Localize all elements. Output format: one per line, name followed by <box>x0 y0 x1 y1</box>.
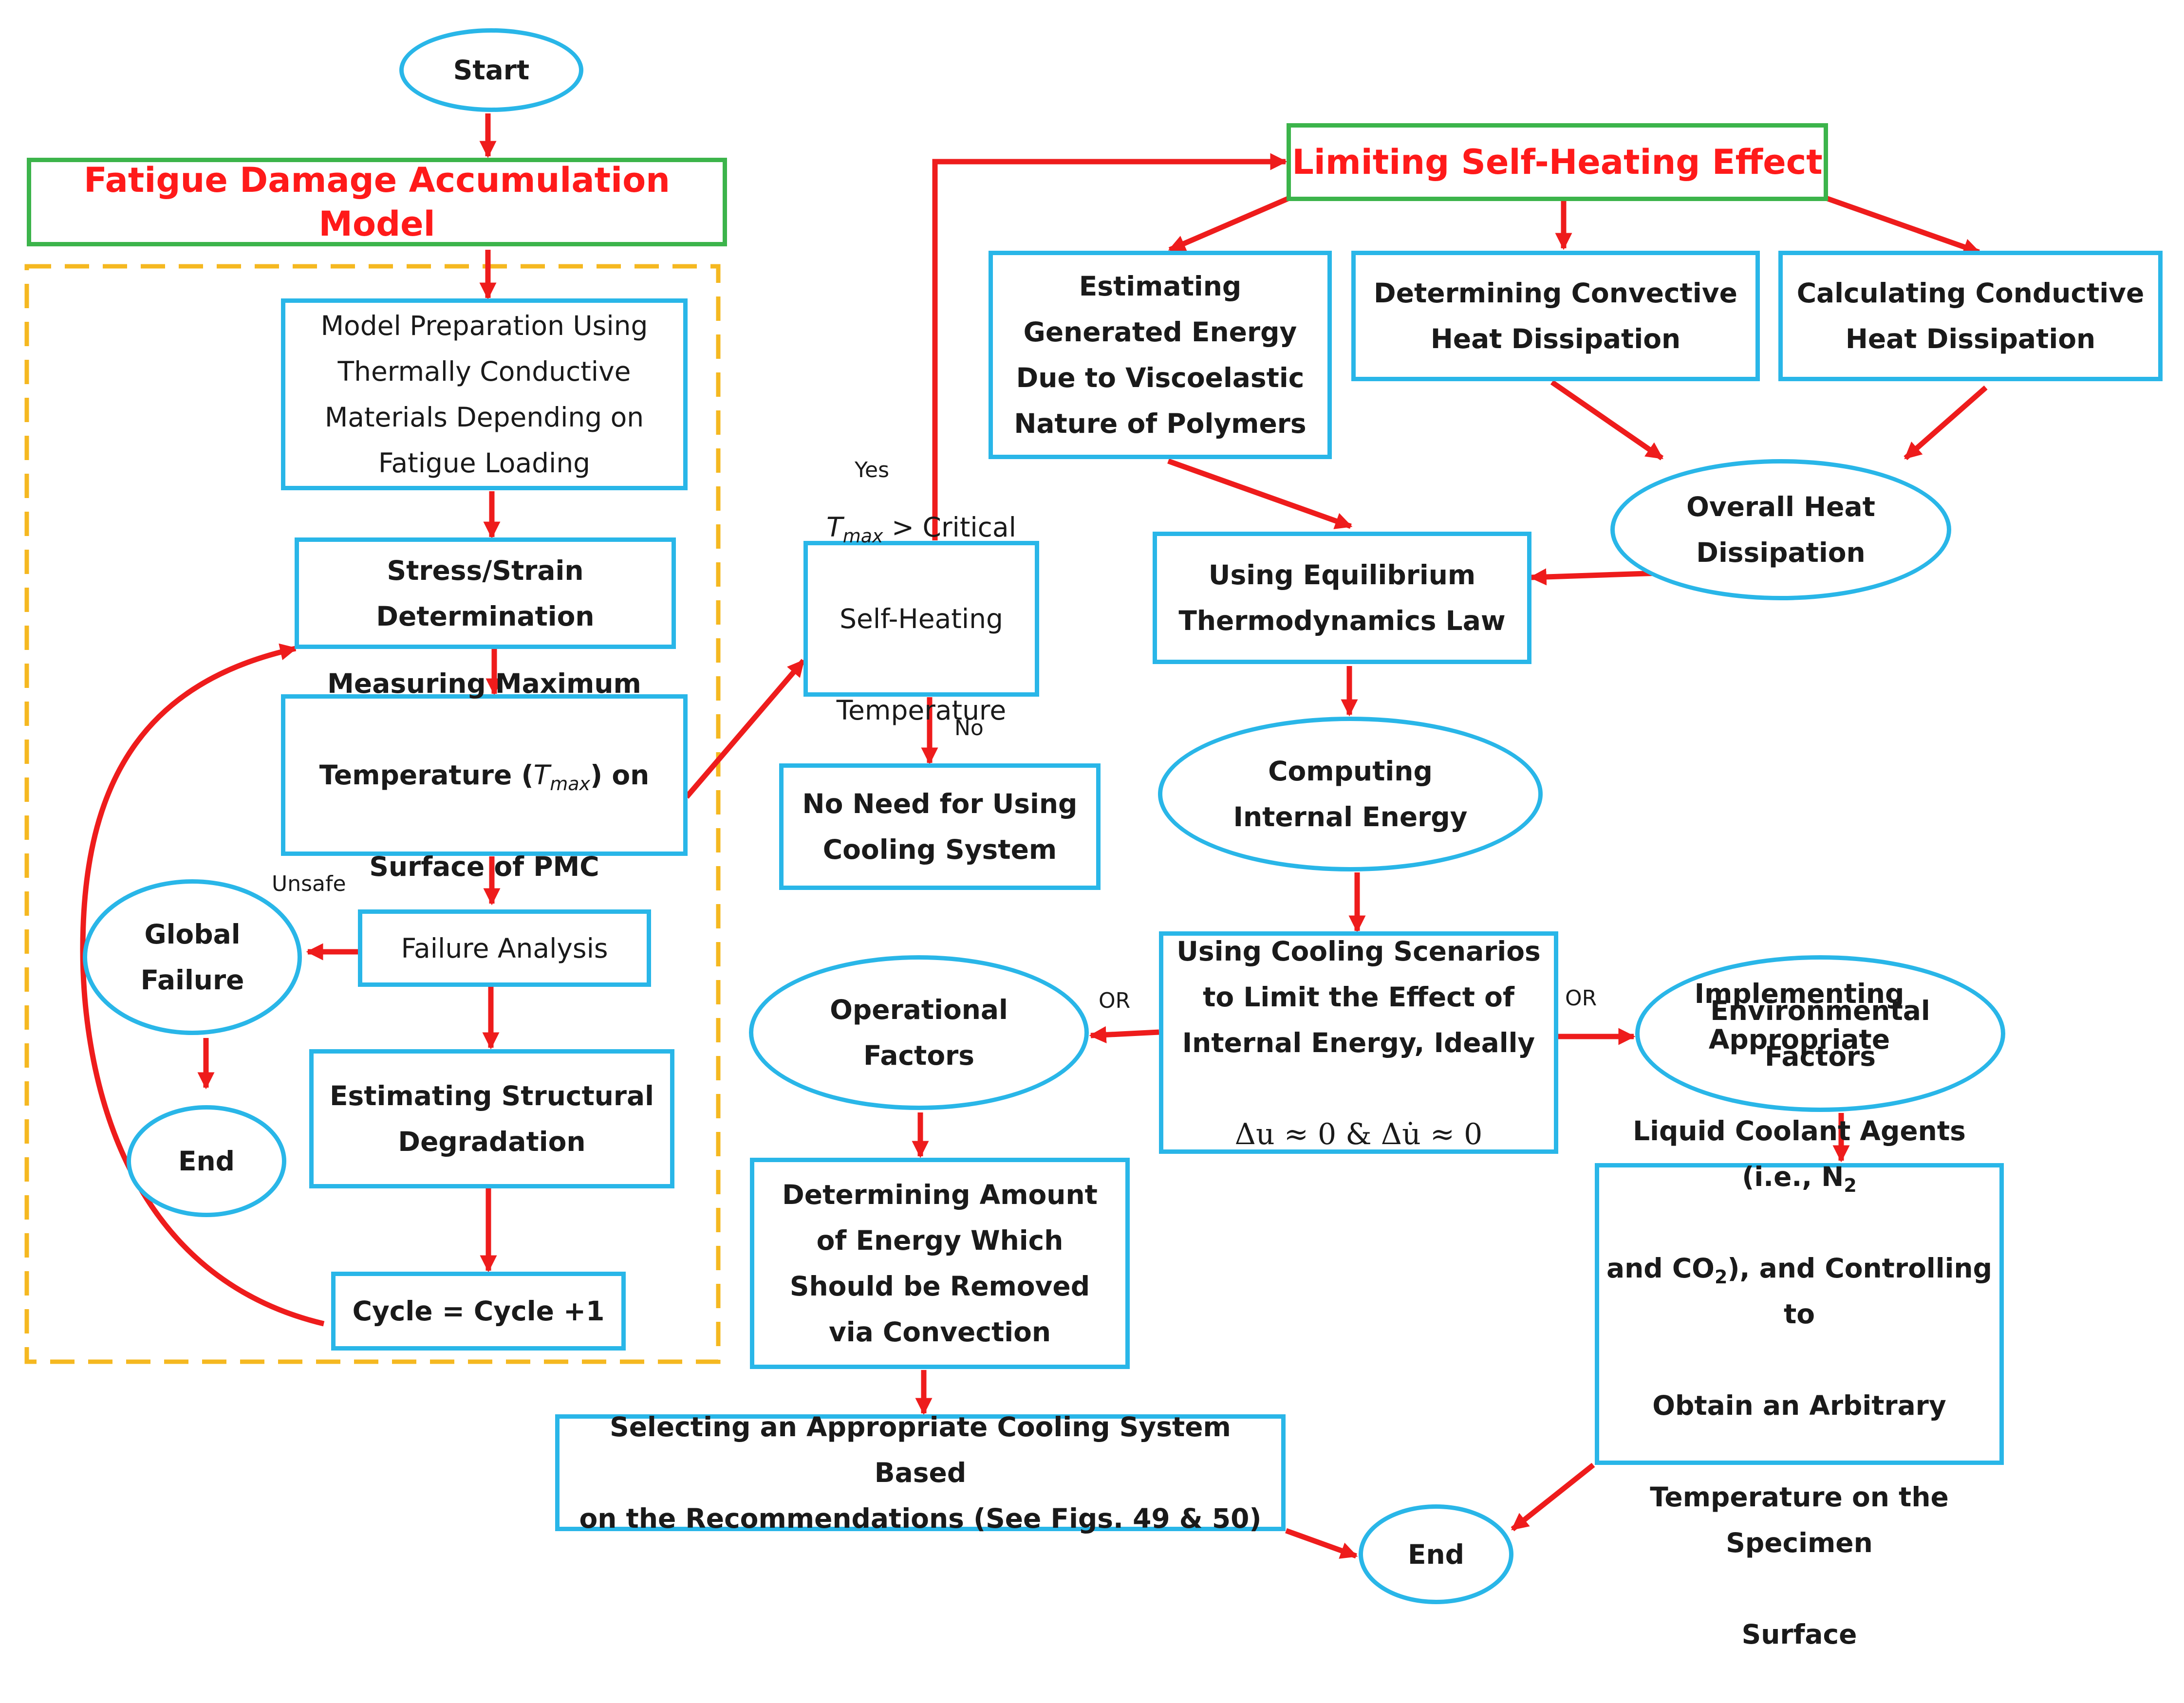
overall-dissipation-node: Overall Heat Dissipation <box>1610 459 1951 600</box>
measuring-temperature-box: Measuring Maximum Temperature (Tmax) on … <box>281 668 688 882</box>
conductive-dissipation-box: Calculating Conductive Heat Dissipation <box>1778 251 2163 381</box>
computing-energy-node: Computing Internal Energy <box>1158 717 1543 871</box>
unsafe-label: Unsafe <box>272 871 346 896</box>
arrow-selecting-to-end <box>1285 1528 1358 1559</box>
cooling-scenarios-box: Using Cooling Scenarios to Limit the Eff… <box>1159 931 1558 1154</box>
start-node: Start <box>399 28 583 112</box>
estimating-degradation-box: Estimating Structural Degradation <box>309 1049 674 1188</box>
arrow-decision-yes <box>932 153 1288 540</box>
implementing-line-5: Temperature on the Specimen <box>1650 1481 1949 1558</box>
implementing-line-2: Liquid Coolant Agents (i.e., N2 <box>1633 1115 1966 1196</box>
selecting-cooling-system-box: Selecting an Appropriate Cooling System … <box>555 1411 1286 1534</box>
environmental-factors-node: Environmental Factors <box>1635 955 2005 1112</box>
decision-line-2: Self-Heating <box>840 603 1003 634</box>
cooling-scenarios-text: Using Cooling Scenarios to Limit the Eff… <box>1176 935 1541 1058</box>
model-preparation-box: Model Preparation Using Thermally Conduc… <box>281 298 688 490</box>
end-bottom-node: End <box>1359 1504 1513 1604</box>
measuring-line-3: Surface of PMC <box>369 851 599 882</box>
or-right-label: OR <box>1565 986 1597 1011</box>
implementing-line-4: Obtain an Arbitrary <box>1652 1390 1946 1421</box>
fatigue-model-title: Fatigue Damage Accumulation Model <box>27 158 727 246</box>
equilibrium-law-box: Using Equilibrium Thermodynamics Law <box>1153 532 1531 664</box>
limiting-self-heating-title: Limiting Self-Heating Effect <box>1287 123 1828 201</box>
measuring-line-1: Measuring Maximum <box>327 668 641 699</box>
implementing-line-3: and CO2), and Controlling to <box>1606 1253 1992 1330</box>
implementing-line-1: Implementing Appropriate <box>1694 978 1904 1055</box>
arrow-cooling-to-operational <box>1089 1026 1159 1043</box>
arrow-energy-to-equilibrium <box>1167 458 1353 529</box>
arrow-convective-to-overall <box>1550 380 1664 461</box>
no-label: No <box>954 716 984 740</box>
implementing-line-6: Surface <box>1741 1619 1857 1650</box>
determining-amount-box: Determining Amount of Energy Which Shoul… <box>750 1158 1130 1369</box>
dashed-group-boundary <box>24 264 721 1364</box>
cycle-increment-box: Cycle = Cycle +1 <box>331 1272 626 1351</box>
arrow-limiting-to-conductive <box>1825 195 1981 256</box>
decision-line-1: Tmax > Critical <box>826 512 1016 547</box>
failure-analysis-box: Failure Analysis <box>358 909 651 987</box>
no-need-cooling-box: No Need for Using Cooling System <box>779 763 1101 890</box>
arrow-conductive-to-overall <box>1904 385 1988 461</box>
arrow-overall-to-equilibrium <box>1529 568 1661 586</box>
arrow-implementing-to-end <box>1511 1462 1595 1532</box>
decision-temperature-box: Tmax > Critical Self-Heating Temperature <box>803 512 1039 726</box>
operational-factors-node: Operational Factors <box>749 955 1089 1110</box>
implementing-coolant-box: Implementing Appropriate Liquid Coolant … <box>1595 978 2004 1650</box>
flowchart-canvas <box>24 113 1988 1559</box>
convective-dissipation-box: Determining Convective Heat Dissipation <box>1351 251 1760 381</box>
global-failure-node: Global Failure <box>83 879 302 1035</box>
or-left-label: OR <box>1099 988 1131 1013</box>
stress-strain-box: Stress/Strain Determination <box>295 537 676 649</box>
end-left-node: End <box>127 1105 286 1217</box>
decision-line-3: Temperature <box>836 695 1007 726</box>
yes-label: Yes <box>855 458 890 482</box>
estimating-energy-box: Estimating Generated Energy Due to Visco… <box>989 251 1332 459</box>
cooling-equation: Δu ≈ 0 & Δu̇ ≈ 0 <box>1234 1117 1483 1151</box>
arrow-measuring-to-decision <box>684 659 806 799</box>
measuring-line-2: Temperature (Tmax) on <box>319 759 650 795</box>
arrow-limiting-to-energy <box>1168 196 1289 253</box>
